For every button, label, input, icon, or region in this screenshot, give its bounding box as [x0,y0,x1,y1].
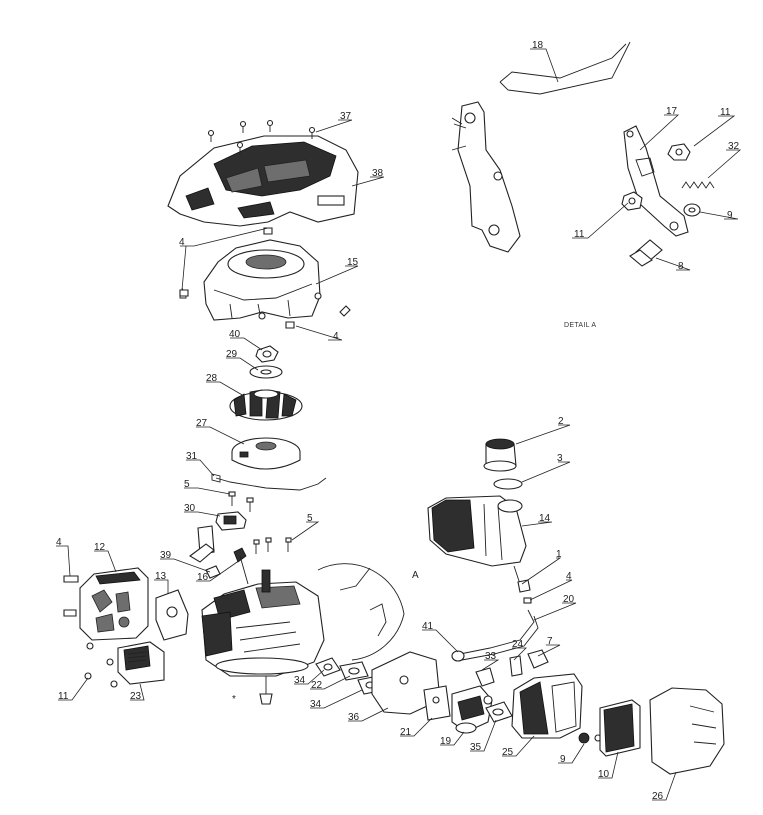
spark-plug-part [189,543,249,585]
fuel-elbow-part [475,667,495,687]
air-filter-part [599,699,641,757]
spring-part [681,181,715,189]
cap-gasket-part [493,478,523,490]
callout-8: 8 [678,261,684,272]
callout-10: 10 [598,769,610,780]
callout-9b: 9 [560,754,566,765]
callout-39: 39 [160,550,172,561]
detail-a-caption: DETAIL A [564,322,596,329]
callout-32: 32 [728,141,740,152]
fuel-tank-part [427,495,527,567]
hose-clip-41-part [451,650,465,662]
nut-9b-part [578,732,590,744]
callout-29: 29 [226,349,238,360]
callout-34a: 34 [294,675,306,686]
callout-11b: 11 [574,229,585,240]
callout-5b: 5 [307,513,313,524]
detail-a-marker-label: A [412,570,419,581]
throttle-lever-part [623,125,689,237]
detail-a-callout-circle: A [317,563,419,661]
callout-38: 38 [372,168,384,179]
control-bracket-part [457,101,521,253]
fitting-24-part [509,655,523,677]
screws-5a-part [228,491,254,512]
flywheel-part [231,437,301,470]
fuel-line-part [459,609,539,661]
callout-9a: 9 [727,210,733,221]
callout-4b: 4 [333,331,339,342]
callout-5a: 5 [184,479,190,490]
cylinder-head-part [63,567,149,641]
muffler-part [117,641,165,685]
callout-35: 35 [470,742,482,753]
callout-23: 23 [130,691,142,702]
callout-40: 40 [229,329,241,340]
cooling-fan-part [229,389,303,421]
callout-37: 37 [340,111,352,122]
callout-21: 21 [400,727,412,738]
callout-4c: 4 [56,537,62,548]
callout-30: 30 [184,503,196,514]
callout-36: 36 [348,712,360,723]
air-filter-cover-part [649,687,725,775]
callout-34b: 34 [310,699,322,710]
callout-4d: 4 [566,571,572,582]
clamp-4d-part [523,597,532,604]
throttle-rod-part [499,41,631,95]
starter-housing-part [179,227,351,329]
callout-14: 14 [539,513,551,524]
callout-22: 22 [311,680,323,691]
detail-a-group: DETAIL A [451,41,715,329]
callout-labels: 18 17 11 32 9 11 8 37 38 4 15 4 40 29 28… [56,40,740,802]
breather-tube-7-part [527,649,549,669]
callout-3: 3 [557,453,563,464]
callout-17: 17 [666,106,678,117]
callout-41: 41 [422,621,434,632]
callout-7: 7 [547,636,553,647]
callout-11c: 11 [58,691,69,702]
callout-20: 20 [563,594,575,605]
callout-18: 18 [532,40,544,51]
callout-26: 26 [652,791,664,802]
callout-12: 12 [94,542,106,553]
callout-28: 28 [206,373,218,384]
callout-15: 15 [347,257,359,268]
nut-11b-part [621,191,643,211]
callout-13: 13 [155,571,167,582]
callout-4a: 4 [179,237,185,248]
engine-block-part [201,569,325,705]
callout-25: 25 [502,747,514,758]
callout-19: 19 [440,736,452,747]
callout-11a: 11 [720,107,731,118]
washer-29-part [249,365,283,379]
blower-housing-part [167,119,359,227]
bolts-11c-part [84,642,118,688]
callout-1: 1 [556,549,562,560]
fuel-cap-part [483,438,517,472]
callout-27: 27 [196,418,208,429]
leader-lines [56,48,742,801]
callout-2: 2 [558,416,564,427]
callout-24: 24 [512,639,524,650]
callout-16: 16 [197,572,209,583]
callout-31: 31 [186,451,198,462]
nut-11a-part [667,143,691,161]
star-marker: * [232,694,236,705]
carburetor-part [451,685,493,734]
screws-5b-part [253,537,292,554]
air-cleaner-base-part [511,673,583,739]
callout-33: 33 [485,651,497,662]
ground-wire-part [211,473,327,491]
